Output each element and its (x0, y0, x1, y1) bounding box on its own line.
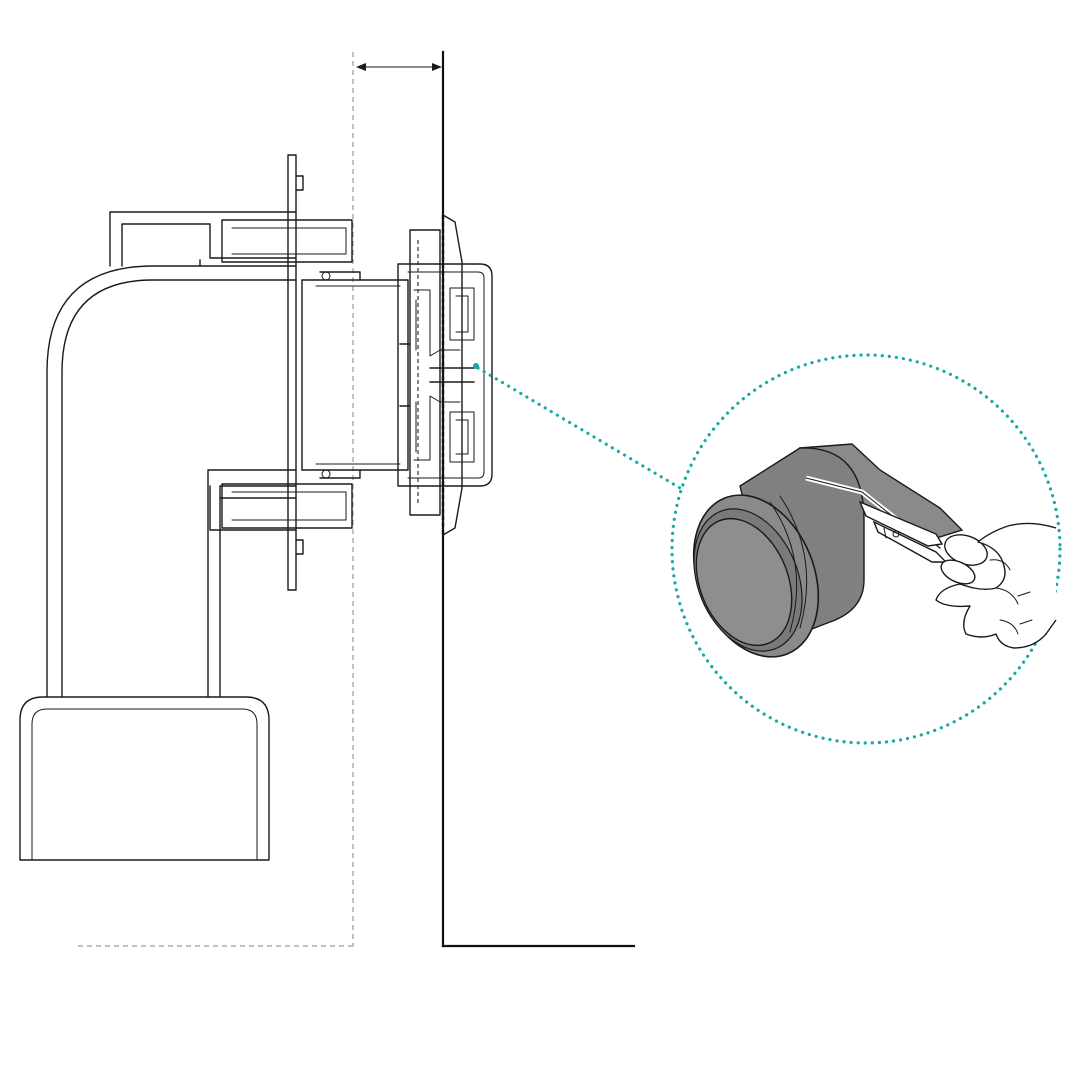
finished-wall (441, 50, 636, 948)
callout-leader (476, 366, 682, 490)
arrow-right-icon (432, 63, 442, 71)
callout-circle (670, 353, 1062, 745)
detail-callout (473, 353, 1062, 745)
scissors-icon (858, 500, 988, 585)
pipe-opening (695, 517, 793, 647)
arrow-left-icon (356, 63, 366, 71)
elbow-pipe (19, 211, 297, 861)
hand-icon (935, 522, 1057, 649)
mounting-flange (221, 154, 353, 591)
seal-housing (397, 214, 493, 536)
hidden-wall-plane (78, 52, 354, 947)
connector-tube (301, 271, 411, 479)
dimension-arrow (356, 63, 442, 71)
detail-pipe-end (692, 443, 964, 658)
